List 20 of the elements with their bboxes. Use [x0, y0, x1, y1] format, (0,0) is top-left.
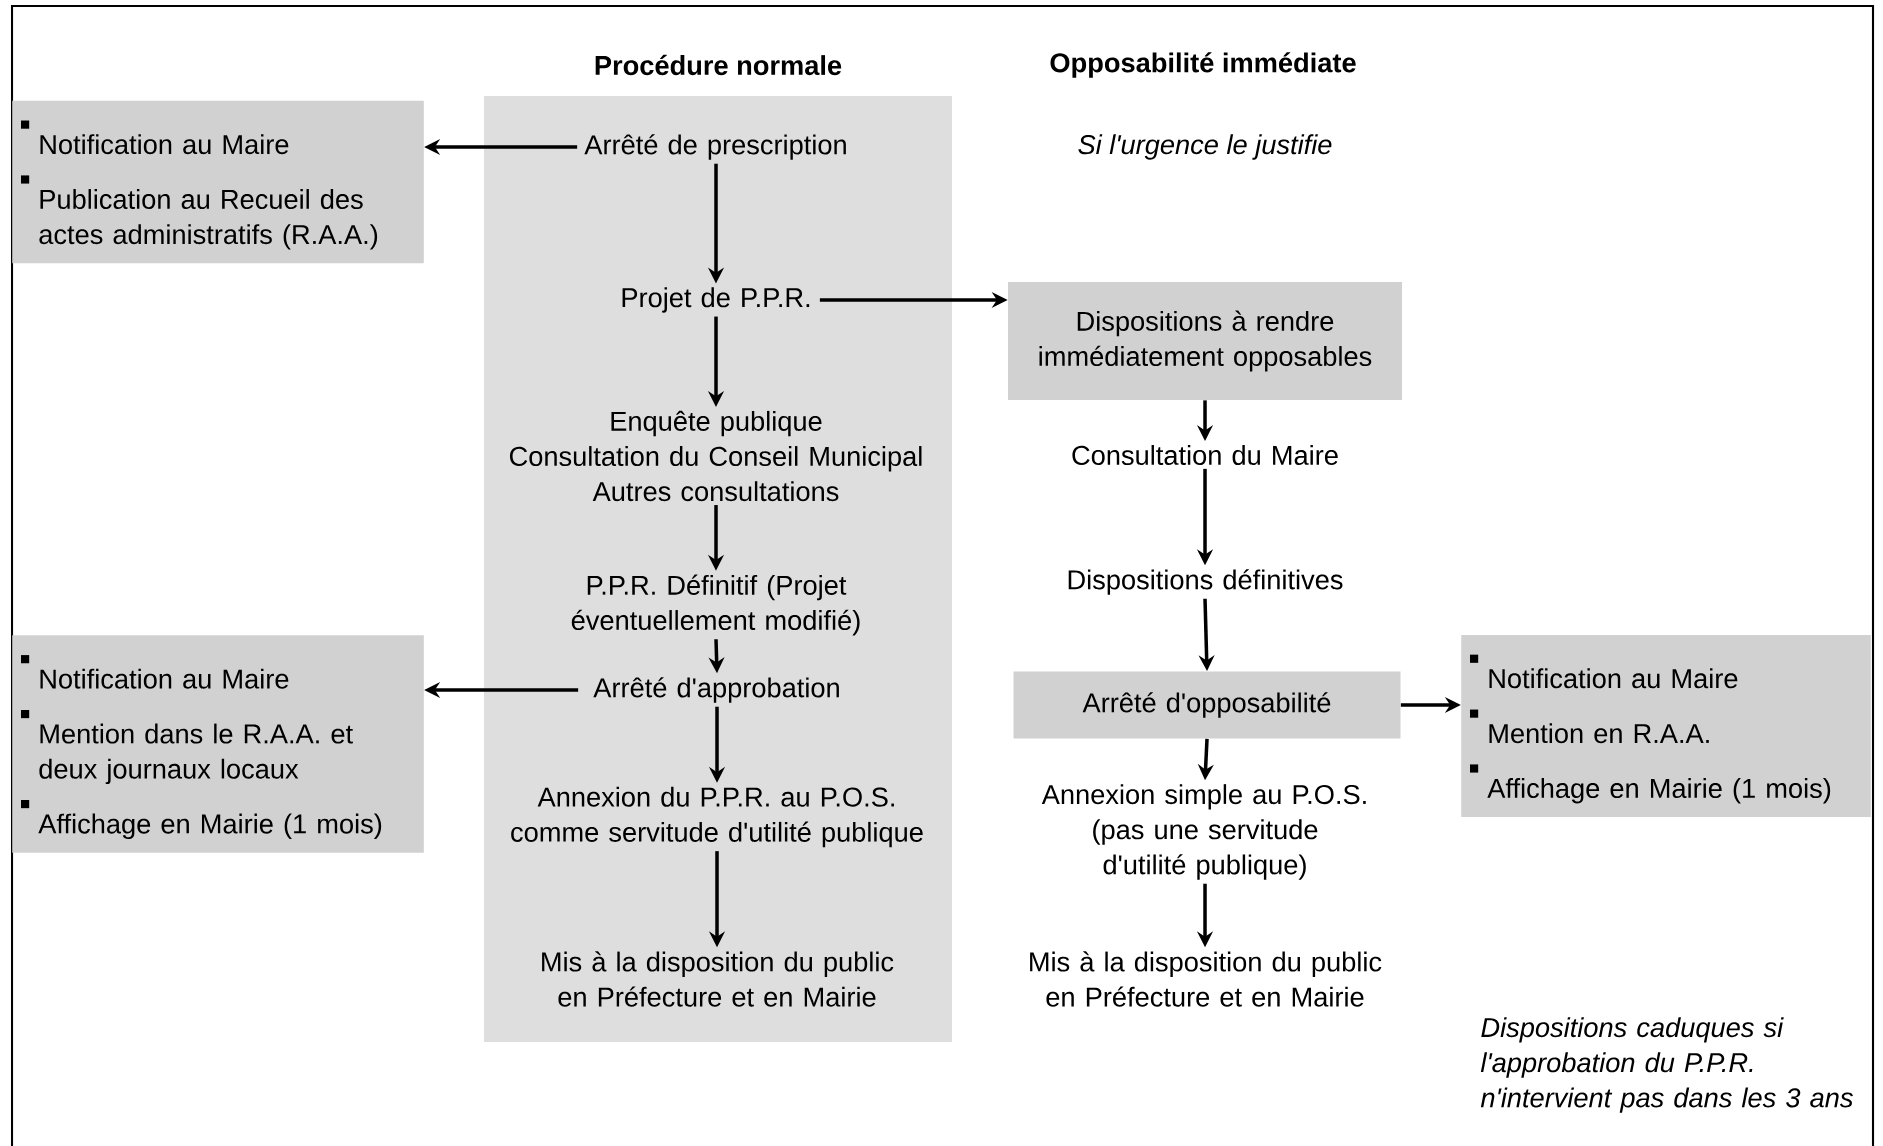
step-text: Mis à la disposition du public en Préfecture et en Mairie [542, 951, 894, 1007]
note-text: Si l'urgence le justifie [1078, 134, 1332, 160]
step-text: Annexion simple au P.O.S. (pas une servitude d'utilité publique) [1041, 784, 1366, 880]
step-text: Arrêté d'approbation [593, 677, 839, 703]
bullet-list-box: Notification au Maire Mention en R.A.A. Affichage en Mairie (1 mois) [1461, 634, 1871, 818]
column-heading: Opposabilité immédiate [1050, 52, 1356, 78]
bullet-list-box: Notification au Maire Publication au Recueil des actes administratifs (R.A.A.) [12, 100, 424, 264]
step-box: Arrêté d'opposabilité [1013, 671, 1401, 739]
step-box: Dispositions à rendre immédiatement opposables [1008, 282, 1402, 400]
step-text: Enquête publique Consultation du Conseil Municipal Autres consultations [509, 410, 922, 502]
step-text: Annexion du P.P.R. au P.O.S. comme servitude d'utilité publique [511, 786, 923, 848]
bullet-list-box: Notification au Maire Mention dans le R.A.A. et deux journaux locaux Affichage en Mairie (1 mois) [12, 635, 424, 853]
note-text: Dispositions caduques si l'approbation du P.P.R. n'intervient pas dans les 3 ans [1480, 1017, 1853, 1113]
step-text: Consultation du Maire [1072, 445, 1338, 465]
node-label: Procédure normale [595, 54, 842, 76]
step-text: Mis à la disposition du public en Préfecture et en Mairie [1030, 951, 1382, 1007]
step-text: Projet de P.P.R. [622, 287, 810, 313]
step-text: Arrêté de prescription [584, 134, 846, 160]
step-text: P.P.R. Définitif (Projet éventuellement modifié) [571, 574, 860, 636]
step-text: Dispositions définitives [1068, 569, 1343, 595]
